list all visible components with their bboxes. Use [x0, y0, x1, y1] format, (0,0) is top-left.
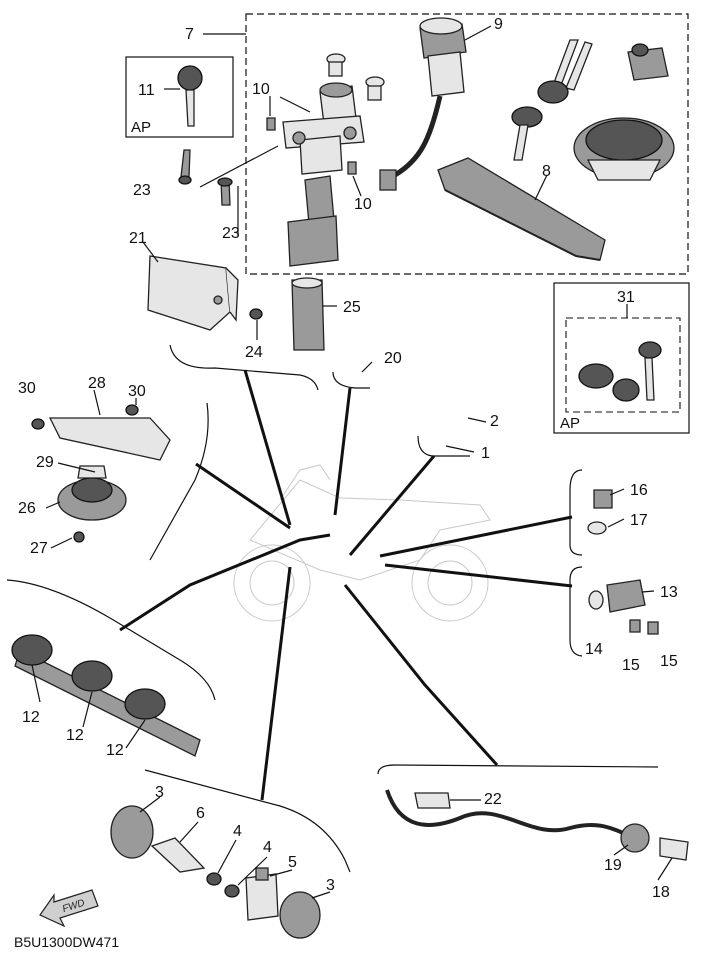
- callout-19: 19: [604, 857, 622, 874]
- bolt-icon: [249, 308, 263, 320]
- sensor-icon: [587, 489, 613, 535]
- bracket-icon: [147, 255, 239, 331]
- group-box-7: [245, 13, 689, 275]
- callout-2: 2: [490, 413, 499, 430]
- callout-3-right: 3: [326, 877, 335, 894]
- callout-18: 18: [652, 884, 670, 901]
- callout-31: 31: [617, 289, 635, 306]
- screw-icon: [266, 117, 357, 175]
- callout-12-right: 12: [106, 742, 124, 759]
- lock-cylinder-icon: [379, 17, 467, 191]
- ap-label-11: AP: [131, 119, 151, 136]
- callout-20: 20: [384, 350, 402, 367]
- ap-dashed-box-31: [565, 317, 681, 413]
- callout-23-left: 23: [133, 182, 151, 199]
- callout-10-top: 10: [252, 81, 270, 98]
- fuel-cap-icon: [573, 117, 675, 181]
- callout-5: 5: [288, 854, 297, 871]
- callout-17: 17: [630, 512, 648, 529]
- callout-28: 28: [88, 375, 106, 392]
- key-set-icon: [511, 39, 593, 161]
- callout-1: 1: [481, 445, 490, 462]
- callout-15-right: 15: [660, 653, 678, 670]
- bolt-icon: [31, 404, 139, 543]
- sensor-icon: [588, 579, 659, 635]
- nut-icon: [206, 872, 240, 898]
- relay-icon: [291, 277, 325, 351]
- callout-14: 14: [585, 641, 603, 658]
- fwd-arrow-icon: [39, 889, 99, 928]
- callout-3-left: 3: [155, 784, 164, 801]
- callout-4-top: 4: [233, 823, 242, 840]
- bolt-icon: [178, 149, 233, 206]
- callout-7: 7: [185, 26, 194, 43]
- callout-15-left: 15: [622, 657, 640, 674]
- callout-30-left: 30: [18, 380, 36, 397]
- callout-23-right: 23: [222, 225, 240, 242]
- diagram-code: B5U1300DW471: [14, 934, 119, 950]
- ignition-switch-icon: [282, 53, 385, 267]
- callout-21: 21: [129, 230, 147, 247]
- plate-icon: [150, 837, 206, 873]
- ap-box-31: [553, 282, 690, 434]
- callout-29: 29: [36, 454, 54, 471]
- ap-label-31: AP: [560, 415, 580, 432]
- callout-22: 22: [484, 791, 502, 808]
- wire-harness-icon: [385, 789, 689, 861]
- lock-set-icon: [578, 341, 662, 402]
- key-icon: [177, 65, 203, 127]
- callout-9: 9: [494, 16, 503, 33]
- horn-icon: [48, 417, 171, 521]
- callout-10-bottom: 10: [354, 196, 372, 213]
- callout-12-mid: 12: [66, 727, 84, 744]
- callout-8: 8: [542, 163, 551, 180]
- callout-11: 11: [138, 82, 155, 99]
- callout-6: 6: [196, 805, 205, 822]
- callout-13: 13: [660, 584, 678, 601]
- callout-30-right: 30: [128, 383, 146, 400]
- callout-27: 27: [30, 540, 48, 557]
- callout-4-bottom: 4: [263, 839, 272, 856]
- lock-icon: [627, 43, 669, 81]
- sensor-icon: [11, 634, 201, 757]
- cover-icon: [110, 805, 321, 939]
- seat-icon: [437, 157, 606, 261]
- callout-16: 16: [630, 482, 648, 499]
- callout-26: 26: [18, 500, 36, 517]
- motorcycle-outline: [233, 464, 491, 622]
- callout-25: 25: [343, 299, 361, 316]
- callout-12-left: 12: [22, 709, 40, 726]
- callout-24: 24: [245, 344, 263, 361]
- ap-box-11: [125, 56, 234, 138]
- switch-icon: [245, 867, 279, 921]
